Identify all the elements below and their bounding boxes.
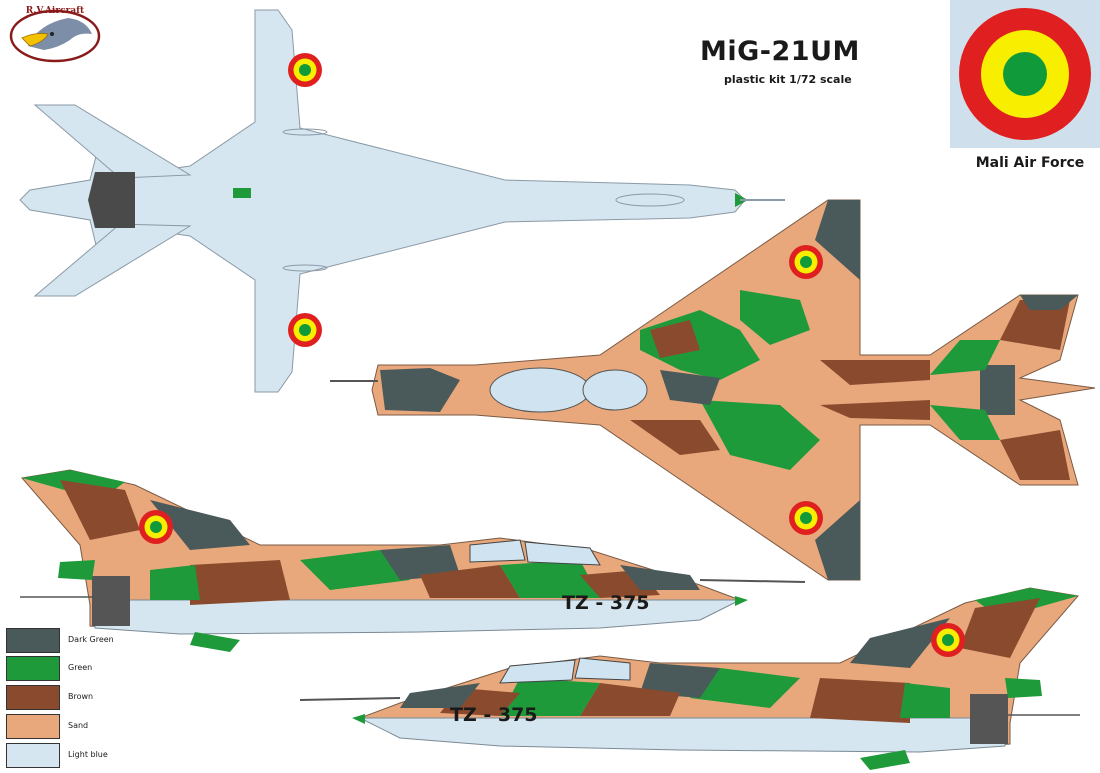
- legend-swatch: [6, 714, 60, 739]
- legend-swatch: [6, 656, 60, 681]
- top-view: [330, 199, 1096, 581]
- roundel-panel: [950, 0, 1100, 148]
- side-view-left: TZ - 375: [20, 469, 806, 652]
- legend-label: Dark Green: [68, 635, 114, 644]
- air-force-caption: Mali Air Force: [975, 155, 1085, 171]
- underside-view: [19, 9, 785, 393]
- page-subtitle: plastic kit 1/72 scale: [724, 73, 852, 86]
- legend-label: Brown: [68, 692, 94, 701]
- legend-label: Sand: [68, 721, 89, 730]
- legend-swatch: [6, 685, 60, 710]
- legend-swatch: [6, 743, 60, 768]
- registration-right: TZ - 375: [450, 704, 538, 726]
- mali-roundel-large: [959, 8, 1091, 140]
- legend-swatch: [6, 628, 60, 653]
- rv-aircraft-logo: R.V.Aircraft: [9, 6, 101, 63]
- registration-left: TZ - 375: [562, 592, 650, 614]
- page-title: MiG-21UM: [700, 36, 860, 67]
- logo-text: R.V.Aircraft: [26, 6, 85, 16]
- legend-label: Green: [68, 663, 93, 672]
- side-view-right: TZ - 375: [299, 587, 1080, 770]
- legend-label: Light blue: [68, 750, 108, 759]
